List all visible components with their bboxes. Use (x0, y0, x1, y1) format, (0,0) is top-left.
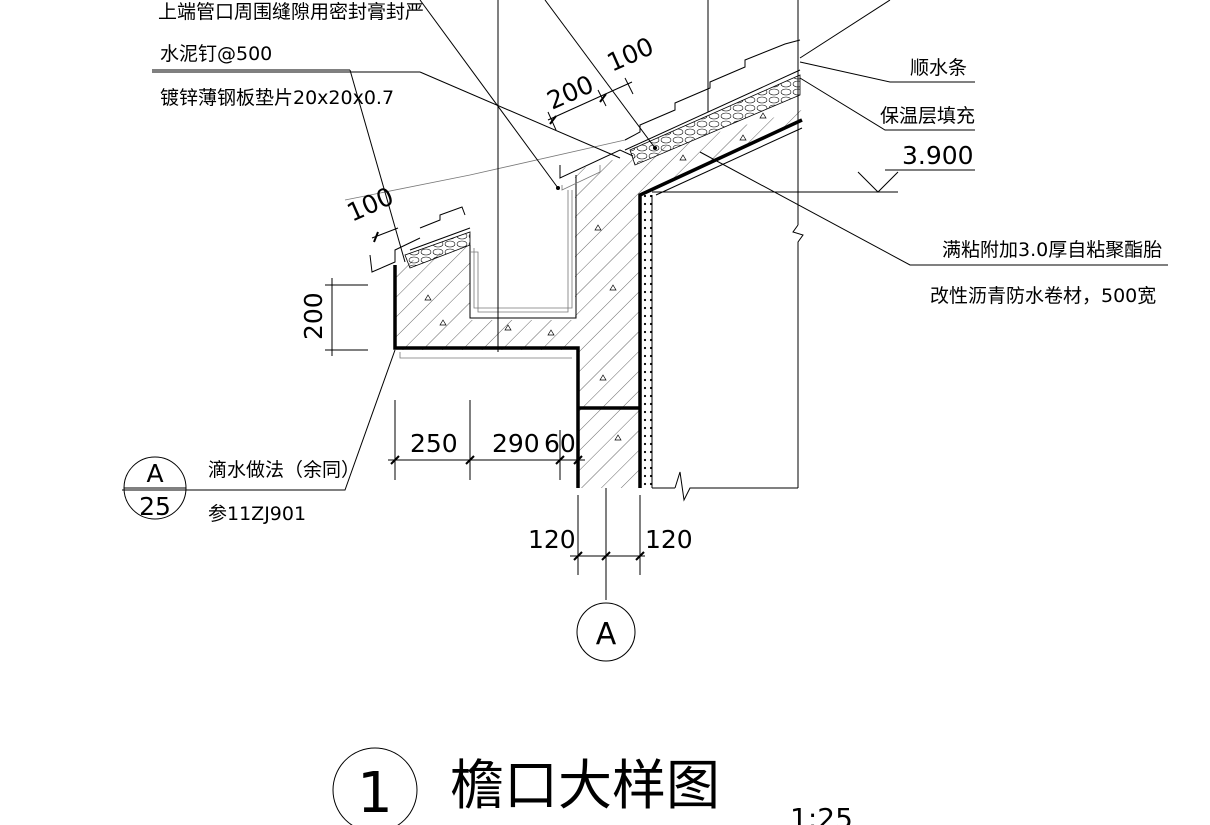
dim-slope-200: 200 (543, 70, 598, 116)
note-membrane-2: 改性沥青防水卷材，500宽 (930, 285, 1156, 307)
dim-wall-left-120: 120 (528, 525, 576, 554)
dimension-lines (325, 77, 645, 575)
note-nail: 水泥钉@500 (160, 43, 272, 65)
dim-wall-right-120: 120 (645, 525, 693, 554)
detail-index-symbol: A 25 (123, 456, 187, 521)
wall-insulation (640, 195, 652, 488)
axis-label: A (596, 617, 617, 652)
note-top-cut: 上端管口周围缝隙用密封膏封严 (158, 0, 424, 23)
elevation-symbol (652, 171, 899, 193)
dim-w-250: 250 (410, 429, 458, 458)
concrete-section (395, 110, 802, 488)
leader-lines (122, 0, 1168, 491)
detail-index-sheet: 25 (139, 492, 171, 521)
reference-lines (497, 0, 804, 600)
drawing-title: 1 檐口大样图 1:25 (332, 747, 853, 825)
gutter-channel (344, 139, 626, 359)
note-shim: 镀锌薄钢板垫片20x20x0.7 (160, 87, 394, 109)
note-insulation: 保温层填充 (880, 105, 975, 127)
note-membrane-1: 满粘附加3.0厚自粘聚酯胎 (942, 239, 1162, 261)
title-number: 1 (357, 761, 393, 825)
annotation-texts: 上端管口周围缝隙用密封膏封严 水泥钉@500 镀锌薄钢板垫片20x20x0.7 … (158, 0, 1162, 525)
detail-index-number: A (146, 459, 163, 488)
dim-eave-100: 100 (343, 182, 398, 228)
note-drip-method: 滴水做法（余同） (208, 459, 360, 481)
dim-slope-100: 100 (603, 32, 658, 78)
title-text: 檐口大样图 (450, 754, 720, 817)
dim-w-60: 60 (544, 429, 576, 458)
title-scale: 1:25 (790, 802, 853, 825)
note-water-strip: 顺水条 (910, 57, 967, 79)
elevation-value: 3.900 (902, 141, 974, 170)
structure-outline (393, 118, 803, 488)
axis-bubble: A (576, 602, 636, 662)
dim-w-290: 290 (492, 429, 540, 458)
dim-height-200: 200 (299, 292, 328, 340)
note-drip-ref: 参11ZJ901 (208, 503, 306, 525)
